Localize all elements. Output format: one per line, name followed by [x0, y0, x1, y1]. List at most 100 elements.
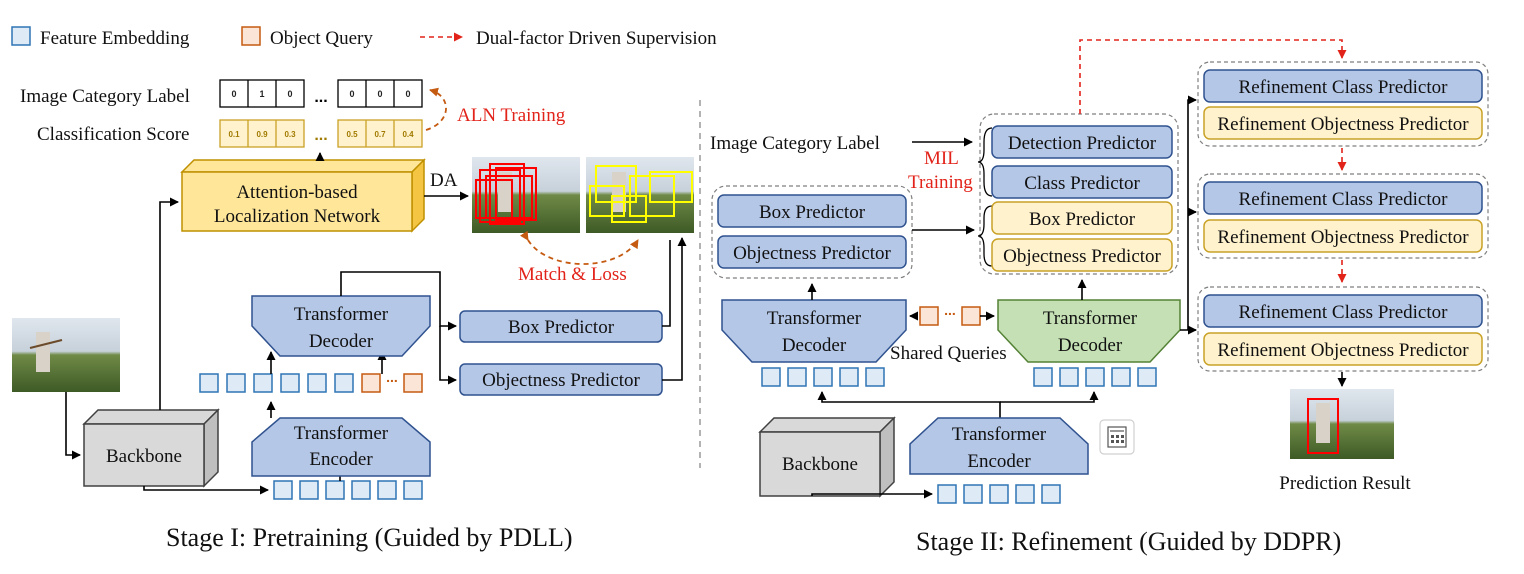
aln-training-label: ALN Training: [457, 105, 566, 126]
backbone-stage1-label: Backbone: [106, 446, 182, 467]
backbone-to-encoder-tokens-arrow: [143, 485, 269, 495]
refinement-objectness-predictor-1: [1203, 106, 1483, 140]
query-ellipsis: ...: [386, 369, 398, 385]
transformer-decoder-green: Transformer Decoder: [997, 299, 1181, 363]
refinement-class-2-label: Refinement Class Predictor: [1239, 189, 1449, 210]
aln-line1: Attention-based: [236, 182, 358, 203]
box-predictor-stage2: [717, 194, 907, 228]
objectness-output-arrow: [662, 237, 687, 381]
shared-queries-label: Shared Queries: [890, 343, 1007, 364]
shared-query-ellipsis: ...: [944, 302, 956, 318]
aln-block: Attention-based Localization Network: [180, 158, 426, 233]
objectness-predictor-yellow-label: Objectness Predictor: [1003, 246, 1161, 267]
label-vector: 0 1 0 ... 0 0 0: [219, 79, 423, 108]
score-cell: 0.5: [346, 130, 358, 139]
mil-brace-bottom: [977, 205, 993, 267]
refinement-class-1-label: Refinement Class Predictor: [1239, 77, 1449, 98]
score-cell: 0.1: [228, 130, 240, 139]
decoder-stage2-line2: Decoder: [782, 335, 847, 356]
refinement-class-3-label: Refinement Class Predictor: [1239, 302, 1449, 323]
green-decoder-line1: Transformer: [1043, 308, 1138, 329]
aln-training-arrow: [425, 87, 447, 131]
mil-line2: Training: [908, 172, 973, 193]
refinement-group-2: Refinement Class Predictor Refinement Ob…: [1197, 173, 1489, 259]
label-cell: 0: [287, 89, 292, 99]
label-cell: 0: [349, 89, 354, 99]
stage1-image-category-label: Image Category Label: [20, 86, 190, 107]
encoder-stage1-line2: Encoder: [309, 449, 373, 470]
calculator-icon: [1099, 419, 1135, 455]
objectness-predictor-yellow: [991, 238, 1173, 272]
objectness-predictor-stage2-label: Objectness Predictor: [733, 243, 891, 264]
score-vector: 0.1 0.9 0.3 ... 0.5 0.7 0.4: [219, 119, 423, 148]
match-loss-arrow: [519, 230, 639, 265]
legend: Feature Embedding Object Query Dual-fact…: [11, 26, 717, 49]
refinement-objectness-predictor-2: [1203, 219, 1483, 253]
supervision-arrow: [1079, 39, 1347, 114]
class-predictor-label: Class Predictor: [1024, 173, 1140, 194]
legend-object-query: Object Query: [270, 28, 373, 49]
backbone-stage2-label: Backbone: [782, 454, 858, 475]
encoder-tokens-stage2: [937, 484, 1061, 504]
predicted-box-image: [586, 157, 694, 233]
encoder-stage2-line1: Transformer: [952, 424, 1047, 445]
score-ellipsis: ...: [314, 127, 327, 144]
da-label: DA: [430, 170, 458, 191]
decoder-input-tokens-stage1: ...: [199, 369, 423, 393]
decoder-memory-tokens-green: [1033, 367, 1157, 387]
refinement-objectness-3-label: Refinement Objectness Predictor: [1217, 340, 1469, 361]
stage2-caption: Stage II: Refinement (Guided by DDPR): [916, 527, 1341, 556]
feature-embedding-swatch: [11, 26, 31, 46]
stage1-caption: Stage I: Pretraining (Guided by PDLL): [166, 523, 573, 552]
match-loss-label: Match & Loss: [518, 264, 627, 285]
score-cell: 0.3: [284, 130, 296, 139]
prediction-result-image: [1290, 389, 1394, 459]
box-predictor-yellow-label: Box Predictor: [1029, 209, 1136, 230]
green-decoder-line2: Decoder: [1058, 335, 1123, 356]
refinement-objectness-2-label: Refinement Objectness Predictor: [1217, 227, 1469, 248]
refinement-class-predictor-1: [1203, 69, 1483, 103]
refinement-group-1: Refinement Class Predictor Refinement Ob…: [1197, 61, 1489, 147]
transformer-encoder-stage1: Transformer Encoder: [251, 417, 431, 477]
backbone-to-tokens-stage2-arrow: [811, 489, 933, 499]
transformer-encoder-stage2: Transformer Encoder: [909, 417, 1089, 475]
score-cell: 0.4: [402, 130, 414, 139]
legend-feature-embedding: Feature Embedding: [40, 28, 190, 49]
detection-predictor-label: Detection Predictor: [1008, 133, 1157, 154]
stage1-classification-score: Classification Score: [37, 124, 190, 145]
box-predictor-output-line: [662, 240, 671, 327]
encoder-to-blue-tokens-arrow: [817, 391, 1001, 418]
encoder-stage1-line1: Transformer: [294, 423, 389, 444]
encoder-to-green-tokens-arrow: [1000, 391, 1099, 403]
prediction-result-label: Prediction Result: [1279, 473, 1411, 494]
score-cell: 0.9: [256, 130, 268, 139]
decoder-memory-tokens-blue: [761, 367, 885, 387]
label-cell: 0: [231, 89, 236, 99]
score-cell: 0.7: [374, 130, 386, 139]
refinement-class-predictor-2: [1203, 181, 1483, 215]
attention-box-image: [472, 157, 580, 233]
transformer-decoder-stage1: Transformer Decoder: [251, 295, 431, 357]
shared-queries: ...: [909, 302, 995, 326]
aln-line2: Localization Network: [214, 206, 381, 227]
backbone-stage2: Backbone: [758, 416, 896, 498]
box-predictor-stage2-label: Box Predictor: [759, 202, 866, 223]
object-query-swatch: [241, 26, 261, 46]
stage2-image-category-label: Image Category Label: [710, 133, 880, 154]
refinement-class-predictor-3: [1203, 294, 1483, 328]
input-image: [12, 318, 120, 392]
mil-line1: MIL: [924, 148, 959, 169]
legend-supervision: Dual-factor Driven Supervision: [476, 28, 717, 49]
mil-brace-top: [977, 127, 993, 197]
decoder-stage2-line1: Transformer: [767, 308, 862, 329]
decoder-to-box-predictor-arrow: [340, 271, 457, 331]
label-cell: 0: [377, 89, 382, 99]
objectness-predictor-stage1-label: Objectness Predictor: [482, 370, 640, 391]
label-cell: 0: [405, 89, 410, 99]
backbone-to-aln-arrow: [159, 197, 179, 410]
label-ellipsis: ...: [314, 89, 327, 106]
stage2-predictor-group: [711, 185, 913, 279]
image-to-backbone-arrow: [65, 392, 81, 460]
objectness-predictor-stage2: [717, 235, 907, 269]
backbone-stage1: Backbone: [82, 408, 220, 488]
